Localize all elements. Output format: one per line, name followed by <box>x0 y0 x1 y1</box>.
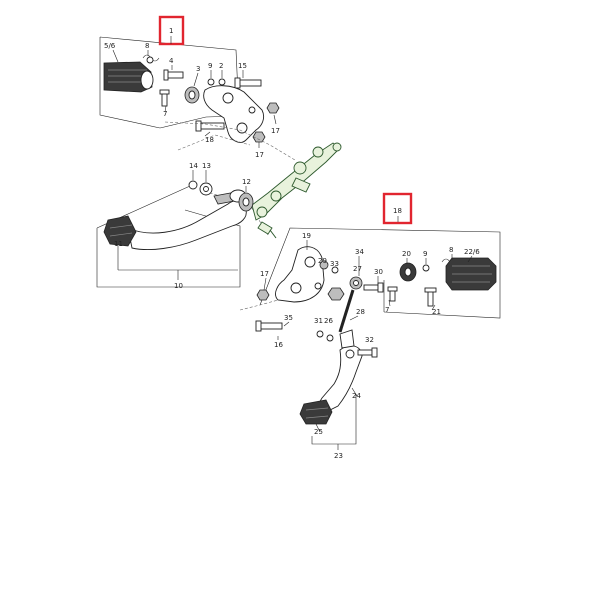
label-20: 20 <box>402 250 411 258</box>
bolt-16 <box>255 320 283 332</box>
bracket-19 <box>275 246 325 303</box>
washer-9-right <box>422 264 430 272</box>
bush-3 <box>184 86 200 104</box>
label-9-right: 9 <box>423 250 427 258</box>
part-labels: 5/6 8 4 3 9 2 15 7 18 17 17 14 13 12 11 … <box>104 42 480 460</box>
pin-21 <box>424 287 437 307</box>
label-29: 29 <box>318 257 327 265</box>
callout-1-label: 1 <box>169 27 173 35</box>
circlip-14 <box>188 180 198 190</box>
label-22-6: 22/6 <box>464 248 480 256</box>
label-19: 19 <box>302 232 311 240</box>
pedal-rubber-25 <box>299 399 333 425</box>
label-12: 12 <box>242 178 251 186</box>
label-31: 31 <box>314 317 323 325</box>
bracket-main <box>203 85 265 143</box>
label-7: 7 <box>163 110 167 118</box>
label-18: 18 <box>205 136 214 144</box>
label-24: 24 <box>352 392 361 400</box>
label-15: 15 <box>238 62 247 70</box>
label-17-b: 17 <box>255 151 264 159</box>
spring-8 <box>142 54 160 64</box>
label-27: 27 <box>353 265 362 273</box>
nut-34 <box>327 287 345 301</box>
label-13: 13 <box>202 162 211 170</box>
bolt-30 <box>363 282 384 293</box>
label-26: 26 <box>324 317 333 325</box>
label-3: 3 <box>196 65 200 73</box>
nut-29 <box>319 260 329 270</box>
link-27 <box>338 276 363 333</box>
bolt-15 <box>234 77 262 89</box>
label-28: 28 <box>356 308 365 316</box>
label-4: 4 <box>169 57 174 65</box>
label-30: 30 <box>374 268 383 276</box>
footpeg-rubber-right <box>445 257 497 291</box>
bolt-32 <box>357 347 378 358</box>
label-9: 9 <box>208 62 212 70</box>
label-2: 2 <box>219 62 223 70</box>
bolt-7-right <box>387 286 398 302</box>
washer-33 <box>331 266 339 274</box>
label-8-right: 8 <box>449 246 453 254</box>
washer-31 <box>316 330 324 338</box>
bush-20 <box>399 262 417 282</box>
washer-2 <box>218 78 226 86</box>
pin-4 <box>163 69 184 81</box>
label-32: 32 <box>365 336 374 344</box>
label-25: 25 <box>314 428 323 436</box>
group-23-bracket <box>311 394 357 445</box>
label-5-6: 5/6 <box>104 42 116 50</box>
label-16: 16 <box>274 341 283 349</box>
nut-17-a <box>266 102 280 114</box>
brake-pedal-arm <box>127 189 247 250</box>
group-18-frame <box>259 227 501 319</box>
label-8: 8 <box>145 42 149 50</box>
callout-group-18: 18 <box>382 192 413 225</box>
bush-12 <box>238 192 254 212</box>
callout-group-1: 1 <box>158 15 185 46</box>
label-11: 11 <box>114 240 123 248</box>
callout-18-box <box>382 192 413 225</box>
group-1-frame <box>99 36 240 129</box>
label-35: 35 <box>284 314 293 322</box>
callout-18-label: 18 <box>393 207 402 215</box>
label-17-c: 17 <box>260 270 269 278</box>
label-34: 34 <box>355 248 364 256</box>
nut-17-c <box>256 289 270 301</box>
bolt-18 <box>195 120 225 132</box>
clip-26 <box>326 334 334 342</box>
washer-9 <box>207 78 215 86</box>
washer-13 <box>199 182 213 196</box>
label-10: 10 <box>174 282 183 290</box>
callout-1-box <box>158 15 185 46</box>
label-7-right: 7 <box>385 306 389 314</box>
label-14: 14 <box>189 162 198 170</box>
leader-lines <box>112 49 473 450</box>
label-21: 21 <box>432 308 441 316</box>
label-23: 23 <box>334 452 343 460</box>
label-17-a: 17 <box>271 127 280 135</box>
pedal-rubber-11 <box>103 215 137 247</box>
bolt-7 <box>159 89 170 107</box>
shift-shaft-assembly <box>251 142 342 239</box>
label-33: 33 <box>330 260 339 268</box>
nut-17-b <box>252 131 266 143</box>
gear-lever-24 <box>318 329 363 413</box>
footpeg-rubber-left <box>103 61 154 93</box>
